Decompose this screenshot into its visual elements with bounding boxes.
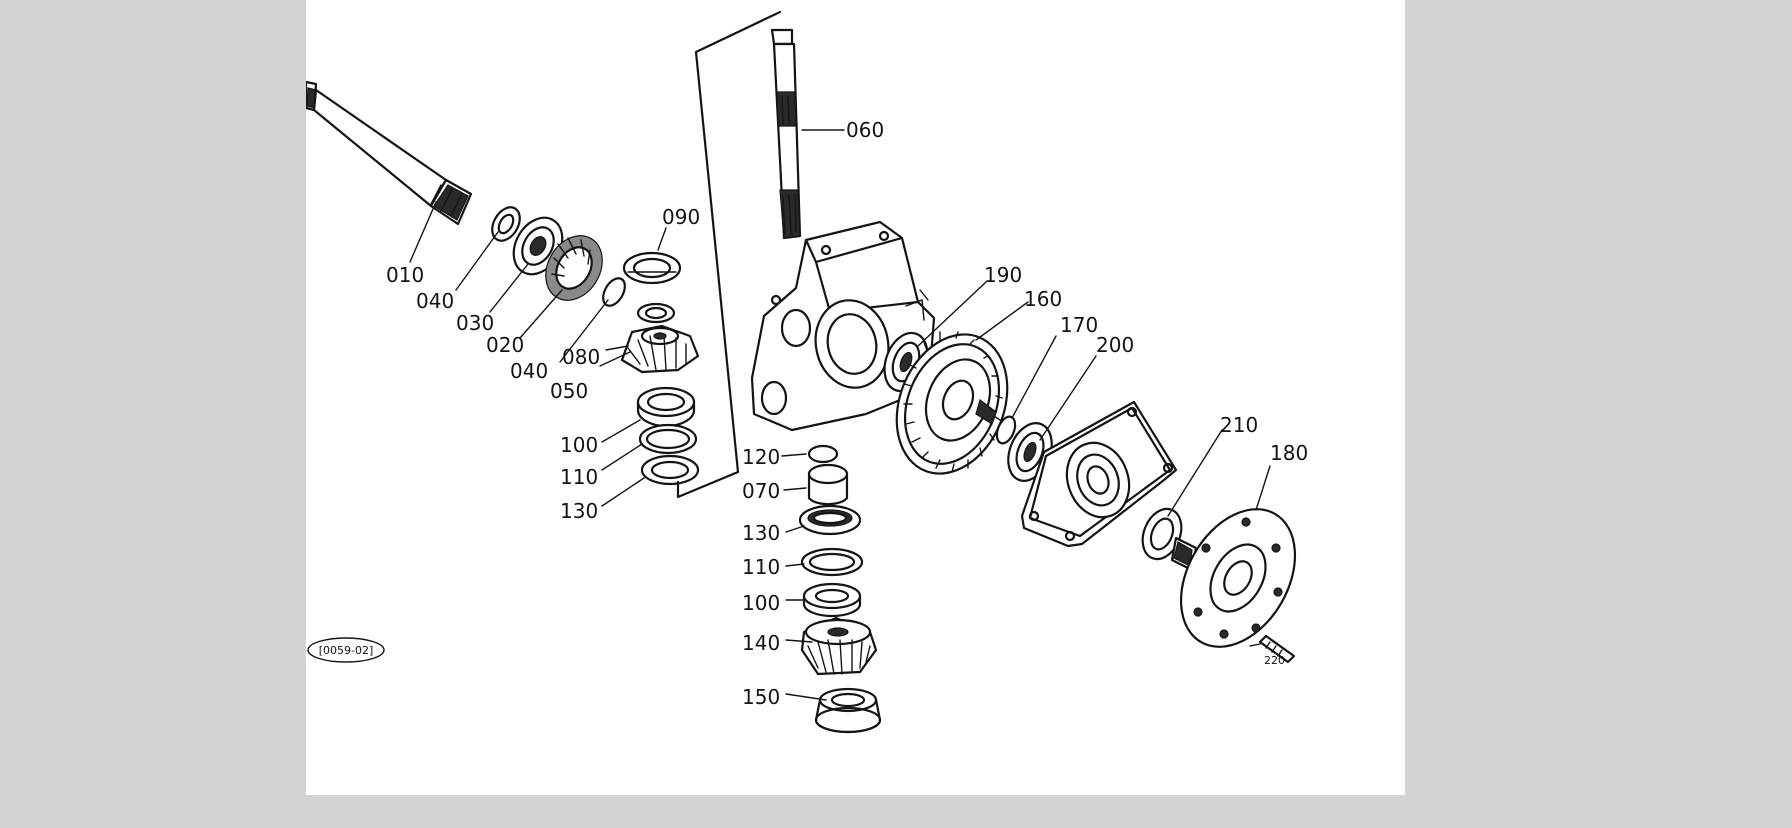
- cone-part-150: [814, 687, 882, 734]
- label-080: 080: [562, 345, 600, 369]
- housing-cover: [1020, 400, 1178, 548]
- label-130-a: 130: [560, 499, 598, 523]
- label-060: 060: [846, 118, 884, 142]
- label-070: 070: [742, 479, 780, 503]
- bolt-part-220: [1258, 634, 1296, 664]
- label-120: 120: [742, 445, 780, 469]
- label-050: 050: [550, 379, 588, 403]
- label-210: 210: [1220, 413, 1258, 437]
- label-100-b: 100: [742, 591, 780, 615]
- spacer-part-070: [807, 463, 849, 506]
- label-110-a: 110: [560, 465, 598, 489]
- label-140: 140: [742, 631, 780, 655]
- assembly-guide-lines: [676, 10, 782, 499]
- exploded-parts-diagram: 010 040 030 020 040 080 050 090 100 110 …: [306, 10, 1308, 734]
- race-part-110: [638, 423, 698, 455]
- seal-part-120: [807, 444, 839, 464]
- label-160: 160: [1024, 287, 1062, 311]
- washer-part-170: [995, 415, 1017, 445]
- label-150: 150: [742, 685, 780, 709]
- label-190: 190: [984, 263, 1022, 287]
- ring-gear-part-160: [895, 331, 1009, 475]
- race-part-110-b: [800, 547, 864, 577]
- label-040-a: 040: [416, 289, 454, 313]
- label-030: 030: [456, 311, 494, 335]
- axle-shaft-part-010: [306, 80, 473, 226]
- label-180: 180: [1270, 441, 1308, 465]
- side-gear-part-020: [545, 235, 603, 301]
- bearing-part-090: [622, 251, 682, 285]
- label-220: 220: [1264, 654, 1285, 667]
- label-130-b: 130: [742, 521, 780, 545]
- washer-part-040: [491, 206, 521, 242]
- bearing-part-100: [636, 386, 696, 428]
- label-170: 170: [1060, 313, 1098, 337]
- diagram-sheet: 010 040 030 020 040 080 050 090 100 110 …: [306, 0, 1405, 795]
- bearing-part-100-b: [802, 582, 862, 618]
- label-020: 020: [486, 333, 524, 357]
- cup-part-130-b: [798, 504, 862, 536]
- cup-part-130: [640, 454, 700, 486]
- bevel-pinion-part-140: [800, 616, 878, 676]
- label-200: 200: [1096, 333, 1134, 357]
- pinion-shaft-part-060: [770, 28, 802, 240]
- reference-code-stamp: [0059-02]: [307, 637, 385, 663]
- ring-part-080: [636, 302, 676, 324]
- label-100-a: 100: [560, 433, 598, 457]
- label-090: 090: [662, 205, 700, 229]
- part-labels: 010 040 030 020 040 080 050 090 100 110 …: [386, 118, 1308, 709]
- leader-lines: [409, 129, 1271, 701]
- reference-code: [0059-02]: [319, 644, 374, 657]
- label-040-b: 040: [510, 359, 548, 383]
- washer-part-040-b: [602, 277, 626, 307]
- label-110-b: 110: [742, 555, 780, 579]
- flange-part-180: [1170, 508, 1297, 648]
- label-010: 010: [386, 263, 424, 287]
- bevel-gear-part-050: [620, 324, 700, 374]
